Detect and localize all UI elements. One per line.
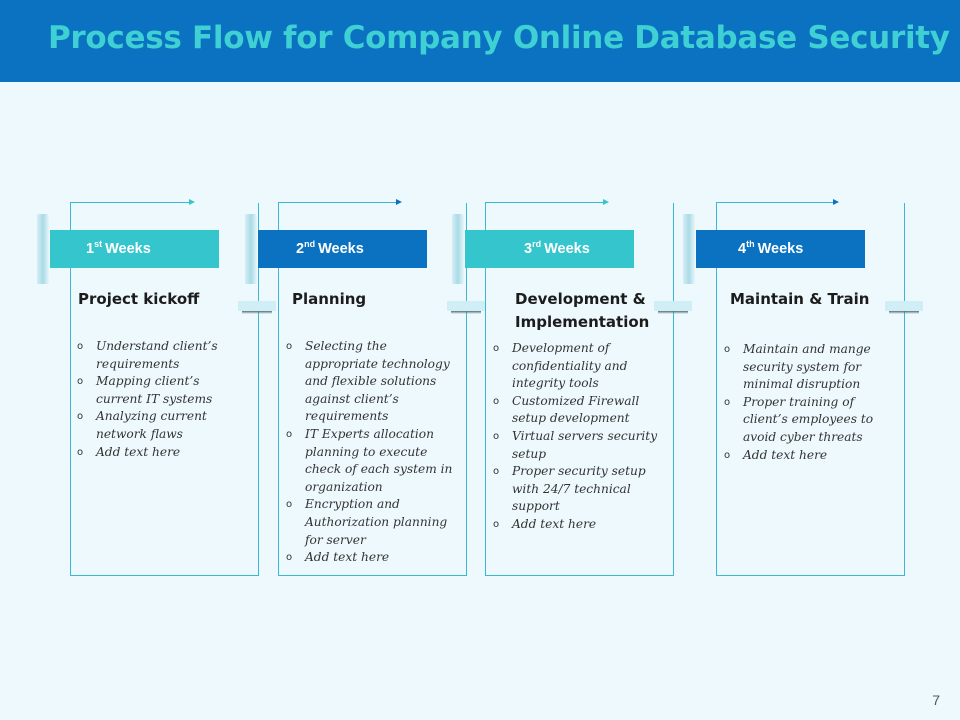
step-frame [70,203,259,576]
list-item: Customized Firewall setup development [493,393,661,428]
arrow-line [70,202,190,203]
week-suffix: st [94,239,103,249]
week-ordinal: 4 [738,241,747,257]
arrow-line [716,202,834,203]
connector-peg [654,301,692,314]
tab-cap [452,214,464,284]
week-ordinal: 3 [524,241,533,257]
phase-title: Maintain & Train [730,290,870,308]
arrow-head-icon [833,199,839,205]
bullet-list: Maintain and mange security system for m… [724,341,902,464]
list-item: Proper training of client’s employees to… [724,394,902,447]
list-item: Add text here [77,444,249,462]
list-item: Understand client’s requirements [77,338,249,373]
bullet-list: Selecting the appropriate technology and… [286,338,454,567]
week-ordinal: 2 [296,241,305,257]
phase-title: Project kickoff [78,290,200,308]
list-item: Add text here [286,549,454,567]
bullet-list: Development of confidentiality and integ… [493,340,661,534]
week-suffix: rd [532,239,542,249]
arrow-line [278,202,397,203]
week-label: Weeks [544,241,590,257]
phase-title: Planning [292,290,367,308]
arrow-head-icon [603,199,609,205]
tab-cap [245,214,257,284]
week-suffix: th [746,239,755,249]
connector-peg [885,301,923,314]
week-ordinal: 1 [86,241,95,257]
week-label: Weeks [757,241,804,257]
phase-title: Development & Implementation [515,290,650,331]
list-item: Selecting the appropriate technology and… [286,338,454,426]
list-item: Add text here [724,447,902,465]
tab-cap [37,214,49,284]
arrow-line [485,202,604,203]
arrow-head-icon [189,199,195,205]
connector-peg [447,301,485,314]
connector-peg [238,301,276,314]
list-item: Analyzing current network flaws [77,408,249,443]
arrow-head-icon [396,199,402,205]
week-suffix: nd [304,239,316,249]
list-item: Virtual servers security setup [493,428,661,463]
list-item: Add text here [493,516,661,534]
week-label: Weeks [105,241,151,257]
list-item: Mapping client’s current IT systems [77,373,249,408]
header-bar: Process Flow for Company Online Database… [0,0,960,82]
tab-cap [683,214,695,284]
page-number: 7 [932,692,940,708]
list-item: Encryption and Authorization planning fo… [286,496,454,549]
step-frame [716,203,905,576]
bullet-list: Understand client’s requirements Mapping… [77,338,249,461]
week-label: Weeks [318,241,364,257]
step-frame [278,203,467,576]
list-item: Development of confidentiality and integ… [493,340,661,393]
page-title: Process Flow for Company Online Database… [48,20,950,56]
list-item: IT Experts allocation planning to execut… [286,426,454,496]
step-frame [485,203,674,576]
list-item: Proper security setup with 24/7 technica… [493,463,661,516]
list-item: Maintain and mange security system for m… [724,341,902,394]
